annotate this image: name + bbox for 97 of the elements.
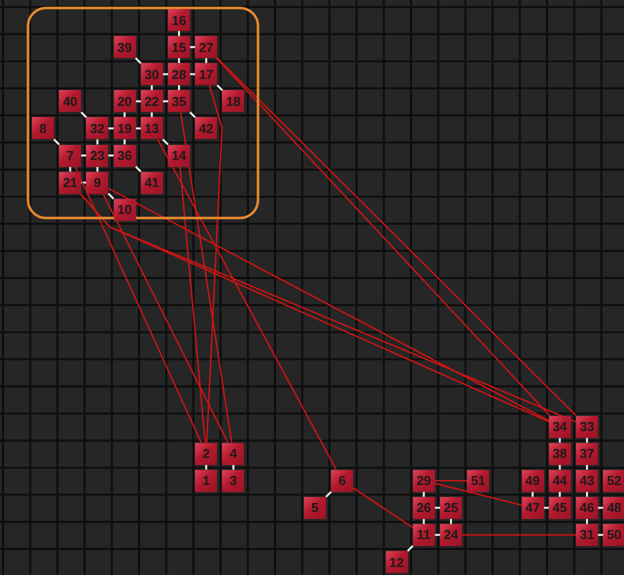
link-line (434, 482, 522, 506)
numbered-tile: 24 (440, 524, 462, 546)
numbered-tile: 4 (222, 442, 244, 465)
path-line (124, 139, 126, 144)
path-line (136, 127, 141, 130)
path-line (96, 139, 98, 144)
path-line (53, 138, 60, 146)
numbered-tile: 14 (168, 144, 190, 166)
path-line (586, 518, 588, 524)
numbered-tile: 25 (440, 496, 462, 519)
path-line (598, 506, 604, 509)
numbered-tile: 6 (331, 470, 354, 492)
path-line (558, 492, 561, 497)
numbered-tile: 32 (86, 117, 108, 140)
link-line (180, 112, 232, 443)
numbered-tile: 26 (412, 496, 435, 519)
numbered-tile: 16 (168, 9, 190, 31)
path-line (205, 58, 208, 64)
path-line (190, 73, 196, 76)
numbered-tile: 28 (168, 63, 190, 86)
numbered-tile: 44 (548, 470, 571, 492)
path-line (434, 506, 440, 509)
numbered-tile: 10 (114, 198, 136, 221)
numbered-tile: 15 (168, 36, 190, 58)
numbered-tile: 39 (114, 36, 136, 58)
numbered-tile: 33 (576, 416, 598, 438)
numbered-tile: 35 (168, 90, 190, 112)
path-line (325, 490, 332, 498)
numbered-tile: 38 (548, 442, 571, 465)
numbered-tile: 30 (140, 63, 163, 86)
path-line (422, 492, 425, 497)
link-line (434, 480, 468, 482)
numbered-tile: 34 (548, 416, 571, 438)
numbered-tile: 46 (576, 496, 598, 519)
path-line (108, 154, 114, 156)
path-line (178, 58, 180, 64)
path-line (598, 534, 604, 536)
numbered-tile: 31 (576, 524, 598, 546)
path-line (450, 518, 452, 524)
path-line (162, 100, 168, 102)
link-line (179, 166, 206, 443)
numbered-tile: 13 (140, 117, 163, 140)
numbered-tile: 36 (114, 144, 136, 166)
path-line (586, 492, 588, 497)
path-line (162, 73, 168, 76)
numbered-tile: 7 (59, 144, 82, 166)
path-line (422, 518, 425, 524)
path-line (406, 545, 414, 552)
path-line (178, 31, 180, 36)
numbered-tile: 51 (467, 470, 490, 492)
numbered-tile: 47 (522, 496, 544, 519)
numbered-tile: 3 (222, 470, 244, 492)
path-line (189, 112, 196, 118)
link-line (157, 139, 337, 470)
path-line (108, 192, 114, 200)
path-line (134, 57, 142, 64)
path-line (134, 166, 142, 172)
numbered-tile: 27 (195, 36, 218, 58)
numbered-tile: 37 (576, 442, 598, 465)
numbered-tile: 52 (603, 470, 624, 492)
numbered-tile: 50 (603, 524, 624, 546)
link-line (206, 85, 223, 443)
numbered-tile: 48 (603, 496, 624, 519)
link-line (102, 193, 228, 443)
numbered-tile: 40 (59, 90, 82, 112)
numbered-tile: 21 (59, 172, 82, 194)
path-line (108, 127, 114, 130)
numbered-tile: 22 (140, 90, 163, 112)
path-line (190, 46, 196, 48)
numbered-tile: 17 (195, 63, 218, 86)
numbered-tile: 43 (576, 470, 598, 492)
numbered-tile: 41 (140, 172, 163, 194)
path-line (544, 506, 549, 509)
numbered-tile: 8 (32, 117, 54, 140)
numbered-tile: 45 (548, 496, 571, 519)
link-line (352, 487, 414, 528)
path-line (532, 492, 534, 497)
path-line (136, 100, 141, 102)
numbered-tile: 20 (114, 90, 136, 112)
numbered-tile: 2 (195, 442, 218, 465)
path-line (178, 85, 180, 90)
numbered-tile: 11 (412, 524, 435, 546)
numbered-tile: 19 (114, 117, 136, 140)
numbered-tile: 29 (412, 470, 435, 492)
numbered-tile: 9 (86, 172, 108, 194)
numbered-tile: 42 (195, 117, 218, 140)
link-line (462, 534, 576, 536)
numbered-tile: 1 (195, 470, 218, 492)
numbered-tile: 49 (522, 470, 544, 492)
path-line (150, 85, 153, 90)
numbered-tile: 23 (86, 144, 108, 166)
numbered-tile: 5 (304, 496, 326, 519)
link-line (74, 166, 202, 443)
path-line (81, 154, 86, 156)
path-line (434, 534, 440, 536)
numbered-tile: 12 (386, 551, 408, 573)
numbered-tile: 18 (222, 90, 244, 112)
